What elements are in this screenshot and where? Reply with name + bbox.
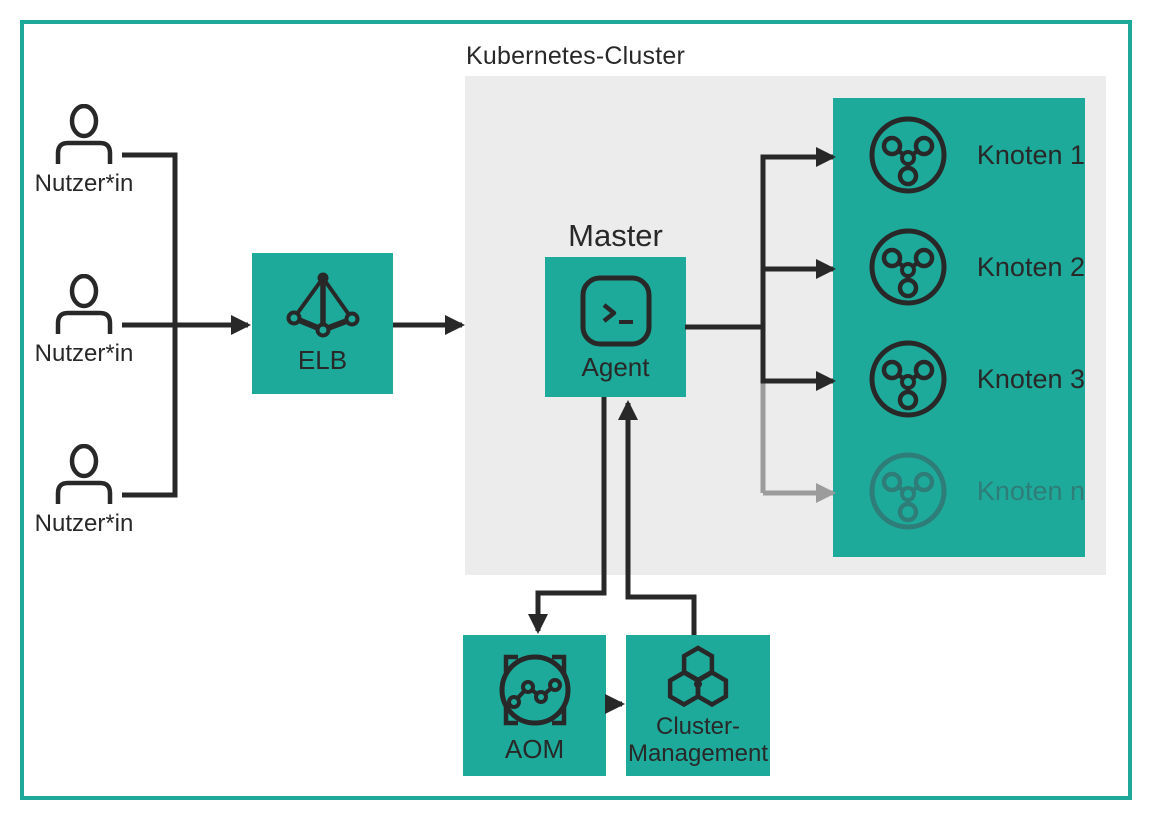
cluster-management-box: Cluster- Management	[626, 635, 770, 776]
monitoring-icon	[499, 654, 570, 725]
node-row-2: Knoten 2	[859, 228, 1085, 306]
agent-box: Agent	[545, 257, 686, 397]
outer-border-frame	[20, 20, 1132, 800]
cluster-management-label: Cluster- Management	[627, 713, 769, 767]
node-icon	[869, 340, 947, 418]
aom-label: AOM	[504, 733, 565, 764]
aom-box: AOM	[463, 635, 606, 776]
agent-label: Agent	[581, 352, 650, 382]
user-label: Nutzer*in	[34, 170, 134, 197]
cluster-region-title: Kubernetes-Cluster	[466, 42, 685, 70]
node-icon	[869, 116, 947, 194]
node-panel: Knoten 1 Knoten 2	[833, 98, 1085, 557]
node-row-n: Knoten n	[859, 452, 1085, 530]
user-icon	[55, 274, 113, 334]
node-label: Knoten n	[976, 475, 1085, 506]
user-label: Nutzer*in	[34, 510, 134, 537]
hexagon-cluster-icon	[667, 645, 729, 708]
elb-label: ELB	[297, 344, 348, 375]
node-row-3: Knoten 3	[859, 340, 1085, 418]
user-icon	[55, 444, 113, 504]
terminal-icon	[580, 275, 651, 347]
load-balancer-icon	[286, 272, 359, 337]
user-icon	[55, 104, 113, 164]
user-label: Nutzer*in	[34, 340, 134, 367]
user-group-1: Nutzer*in	[28, 104, 140, 198]
node-row-1: Knoten 1	[859, 116, 1085, 194]
node-label: Knoten 3	[976, 363, 1085, 394]
node-icon	[869, 228, 947, 306]
user-group-2: Nutzer*in	[28, 274, 140, 368]
node-label: Knoten 2	[976, 251, 1085, 282]
user-group-3: Nutzer*in	[28, 444, 140, 538]
master-label: Master	[568, 218, 663, 253]
node-icon	[869, 452, 947, 530]
elb-box: ELB	[252, 253, 393, 394]
node-label: Knoten 1	[976, 139, 1085, 170]
